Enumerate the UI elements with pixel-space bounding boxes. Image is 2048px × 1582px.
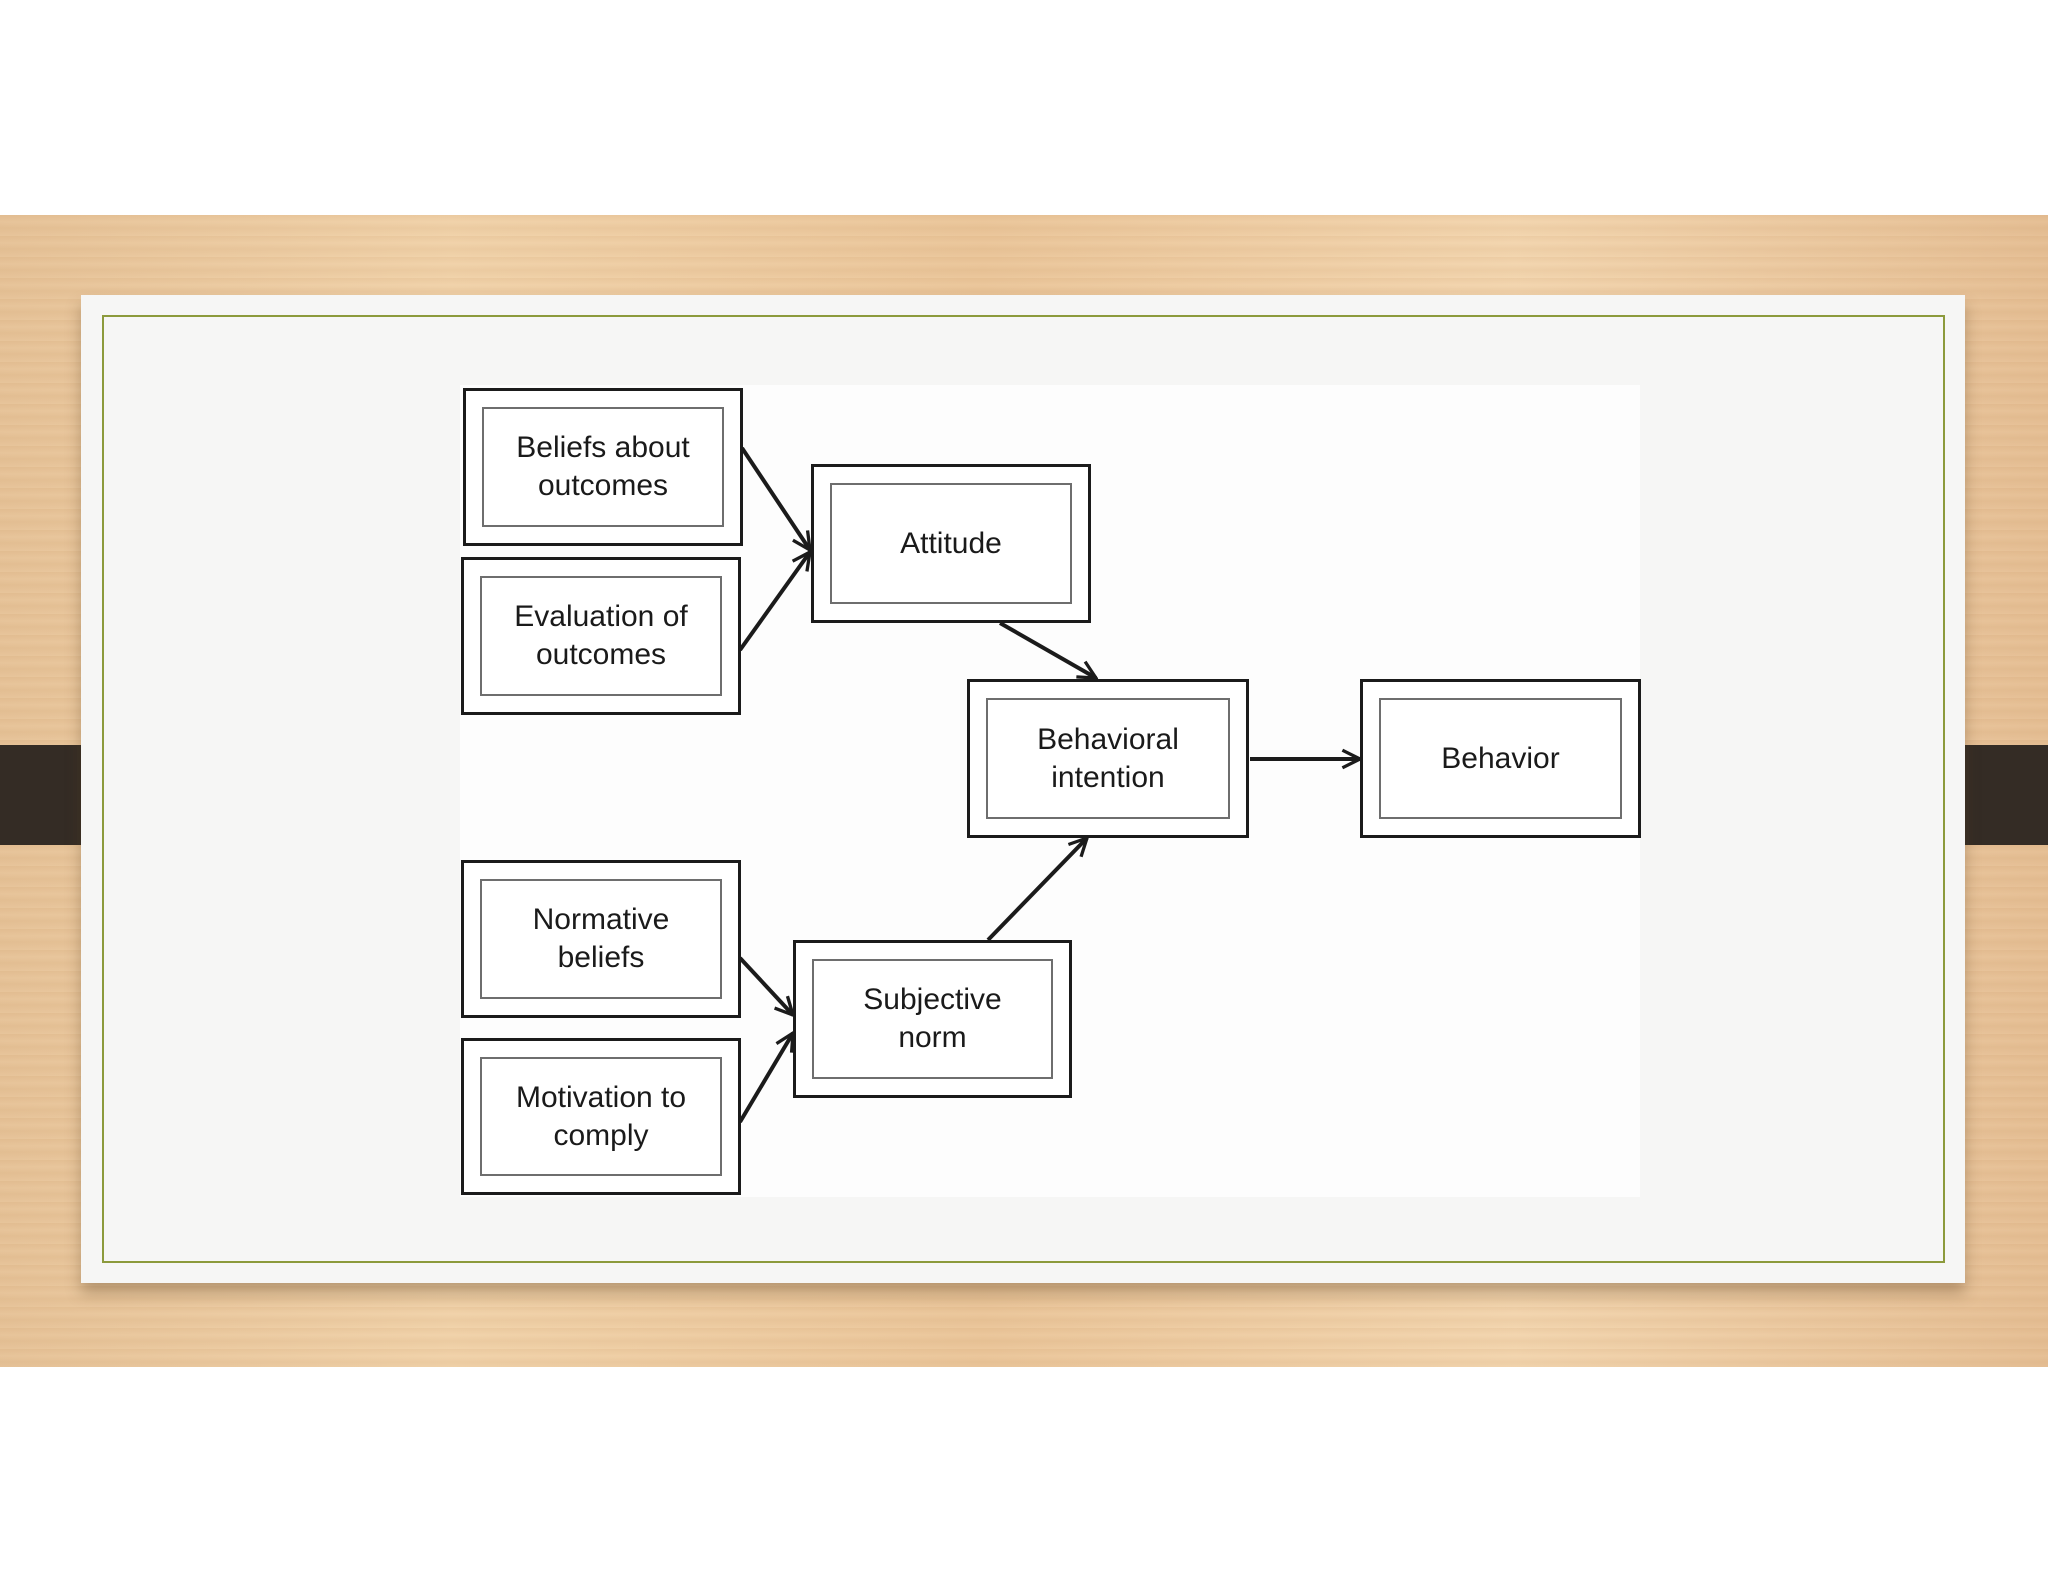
arrow-evaluation-to-attitude xyxy=(738,552,810,652)
slide-frame xyxy=(102,315,1945,1263)
node-label: Evaluation of outcomes xyxy=(480,576,722,696)
arrow-subjective-to-intention xyxy=(986,838,1087,942)
node-behavior: Behavior xyxy=(1360,679,1641,838)
node-label: Subjective norm xyxy=(812,959,1053,1079)
node-label: Attitude xyxy=(830,483,1072,604)
arrow-motivation-to-subjective xyxy=(738,1033,793,1124)
node-label: Behavior xyxy=(1379,698,1622,819)
node-motivation-to-comply: Motivation to comply xyxy=(461,1038,741,1195)
node-attitude: Attitude xyxy=(811,464,1091,623)
arrow-attitude-to-intention xyxy=(999,621,1096,678)
node-evaluation-of-outcomes: Evaluation of outcomes xyxy=(461,557,741,715)
node-behavioral-intention: Behavioral intention xyxy=(967,679,1249,838)
node-label: Behavioral intention xyxy=(986,698,1230,819)
node-subjective-norm: Subjective norm xyxy=(793,940,1072,1098)
arrow-beliefs-to-attitude xyxy=(740,446,810,550)
node-beliefs-about-outcomes: Beliefs about outcomes xyxy=(463,388,743,546)
node-label: Normative beliefs xyxy=(480,879,722,999)
arrow-normative-to-subjective xyxy=(738,956,793,1015)
node-label: Motivation to comply xyxy=(480,1057,722,1176)
node-label: Beliefs about outcomes xyxy=(482,407,724,527)
node-normative-beliefs: Normative beliefs xyxy=(461,860,741,1018)
